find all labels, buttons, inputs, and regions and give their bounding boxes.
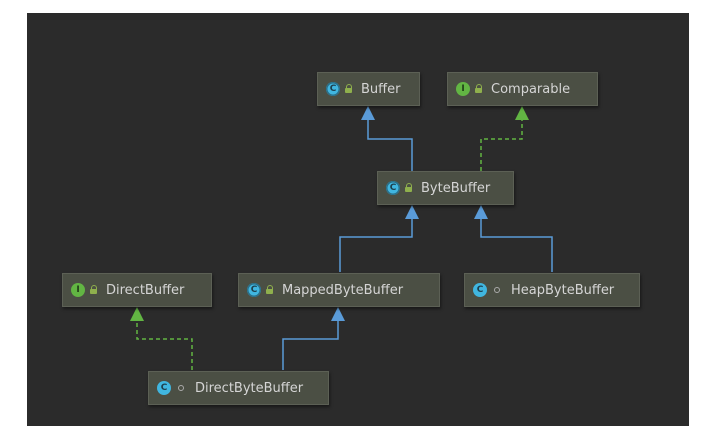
node-buffer[interactable]: C Buffer bbox=[317, 72, 420, 106]
public-lock-icon bbox=[345, 84, 352, 93]
node-label: ByteBuffer bbox=[421, 180, 491, 196]
public-lock-icon bbox=[405, 183, 412, 192]
node-comparable[interactable]: I Comparable bbox=[447, 72, 598, 106]
node-label: Buffer bbox=[361, 81, 401, 97]
interface-icon: I bbox=[71, 283, 85, 297]
node-label: HeapByteBuffer bbox=[511, 282, 615, 298]
public-lock-icon bbox=[266, 285, 273, 294]
package-private-icon bbox=[494, 287, 500, 293]
class-icon: C bbox=[473, 283, 487, 297]
edge-mappedbytebuffer-to-bytebuffer bbox=[339, 205, 419, 272]
edge-directbytebuffer-to-mappedbytebuffer bbox=[282, 307, 345, 370]
class-icon: C bbox=[157, 381, 171, 395]
package-private-icon bbox=[178, 385, 184, 391]
edge-bytebuffer-to-comparable bbox=[480, 106, 529, 171]
abstract-class-icon: C bbox=[247, 283, 261, 297]
node-directbuffer[interactable]: I DirectBuffer bbox=[62, 273, 212, 307]
node-label: DirectByteBuffer bbox=[195, 380, 304, 396]
abstract-class-icon: C bbox=[326, 82, 340, 96]
node-label: DirectBuffer bbox=[106, 282, 185, 298]
edge-bytebuffer-to-buffer bbox=[361, 106, 413, 171]
public-lock-icon bbox=[475, 84, 482, 93]
diagram-edges bbox=[130, 106, 553, 370]
abstract-class-icon: C bbox=[386, 181, 400, 195]
edge-heapbytebuffer-to-bytebuffer bbox=[474, 205, 553, 272]
class-diagram: C Buffer I Comparable C ByteBuffer I Dir… bbox=[27, 13, 689, 426]
node-heapbytebuffer[interactable]: C HeapByteBuffer bbox=[464, 273, 640, 307]
node-mappedbytebuffer[interactable]: C MappedByteBuffer bbox=[238, 273, 440, 307]
node-directbytebuffer[interactable]: C DirectByteBuffer bbox=[148, 371, 329, 405]
node-bytebuffer[interactable]: C ByteBuffer bbox=[377, 171, 514, 205]
node-label: Comparable bbox=[491, 81, 571, 97]
public-lock-icon bbox=[90, 285, 97, 294]
edge-directbytebuffer-to-directbuffer bbox=[130, 307, 193, 370]
interface-icon: I bbox=[456, 82, 470, 96]
node-label: MappedByteBuffer bbox=[282, 282, 404, 298]
